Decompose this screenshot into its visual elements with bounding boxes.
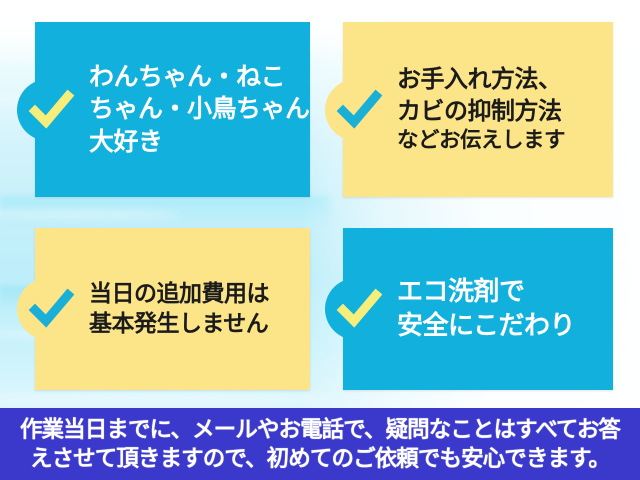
card-line: お手入れ方法、: [397, 66, 562, 94]
card-notch-circle: [17, 278, 79, 340]
card-line: ちゃん・小鳥ちゃん: [89, 95, 310, 124]
feature-card-1-text: わんちゃん・ねこ ちゃん・小鳥ちゃん 大好き: [89, 61, 310, 159]
cloud-streak: [0, 210, 180, 219]
banner-line-1: 作業当日までに、メールやお電話で、疑問なことはすべてお答: [19, 416, 621, 442]
feature-card-2: お手入れ方法、 カビの抑制方法 などお伝えします: [325, 22, 613, 197]
cloud-streak: [0, 394, 330, 402]
feature-card-2-text: お手入れ方法、 カビの抑制方法 などお伝えします: [397, 64, 566, 154]
card-line: などお伝えします: [397, 127, 566, 152]
card-line: カビの抑制方法: [397, 97, 562, 125]
background-cyan-band: [0, 196, 330, 228]
card-line: 当日の追加費用は: [89, 280, 270, 307]
feature-card-3: 当日の追加費用は 基本発生しません: [17, 228, 310, 390]
feature-card-4-text: エコ洗剤で 安全にこだわり: [397, 275, 575, 343]
card-line: 大好き: [89, 127, 163, 156]
card-line: 基本発生しません: [89, 310, 269, 336]
card-notch-circle: [325, 278, 387, 340]
card-line: 安全にこだわり: [397, 310, 575, 340]
card-line: エコ洗剤で: [397, 276, 525, 307]
card-notch-circle: [325, 78, 387, 141]
card-line: わんちゃん・ねこ: [89, 62, 286, 91]
card-notch-circle: [17, 78, 79, 141]
bottom-banner: 作業当日までに、メールやお電話で、疑問なことはすべてお答 えさせて頂きますので、…: [0, 408, 640, 480]
feature-card-1: わんちゃん・ねこ ちゃん・小鳥ちゃん 大好き: [17, 22, 310, 197]
feature-card-4: エコ洗剤で 安全にこだわり: [325, 228, 613, 390]
banner-line-2: えさせて頂きますので、初めてのご依頼でも安心できます。: [29, 446, 611, 471]
feature-card-3-text: 当日の追加費用は 基本発生しません: [89, 279, 270, 339]
